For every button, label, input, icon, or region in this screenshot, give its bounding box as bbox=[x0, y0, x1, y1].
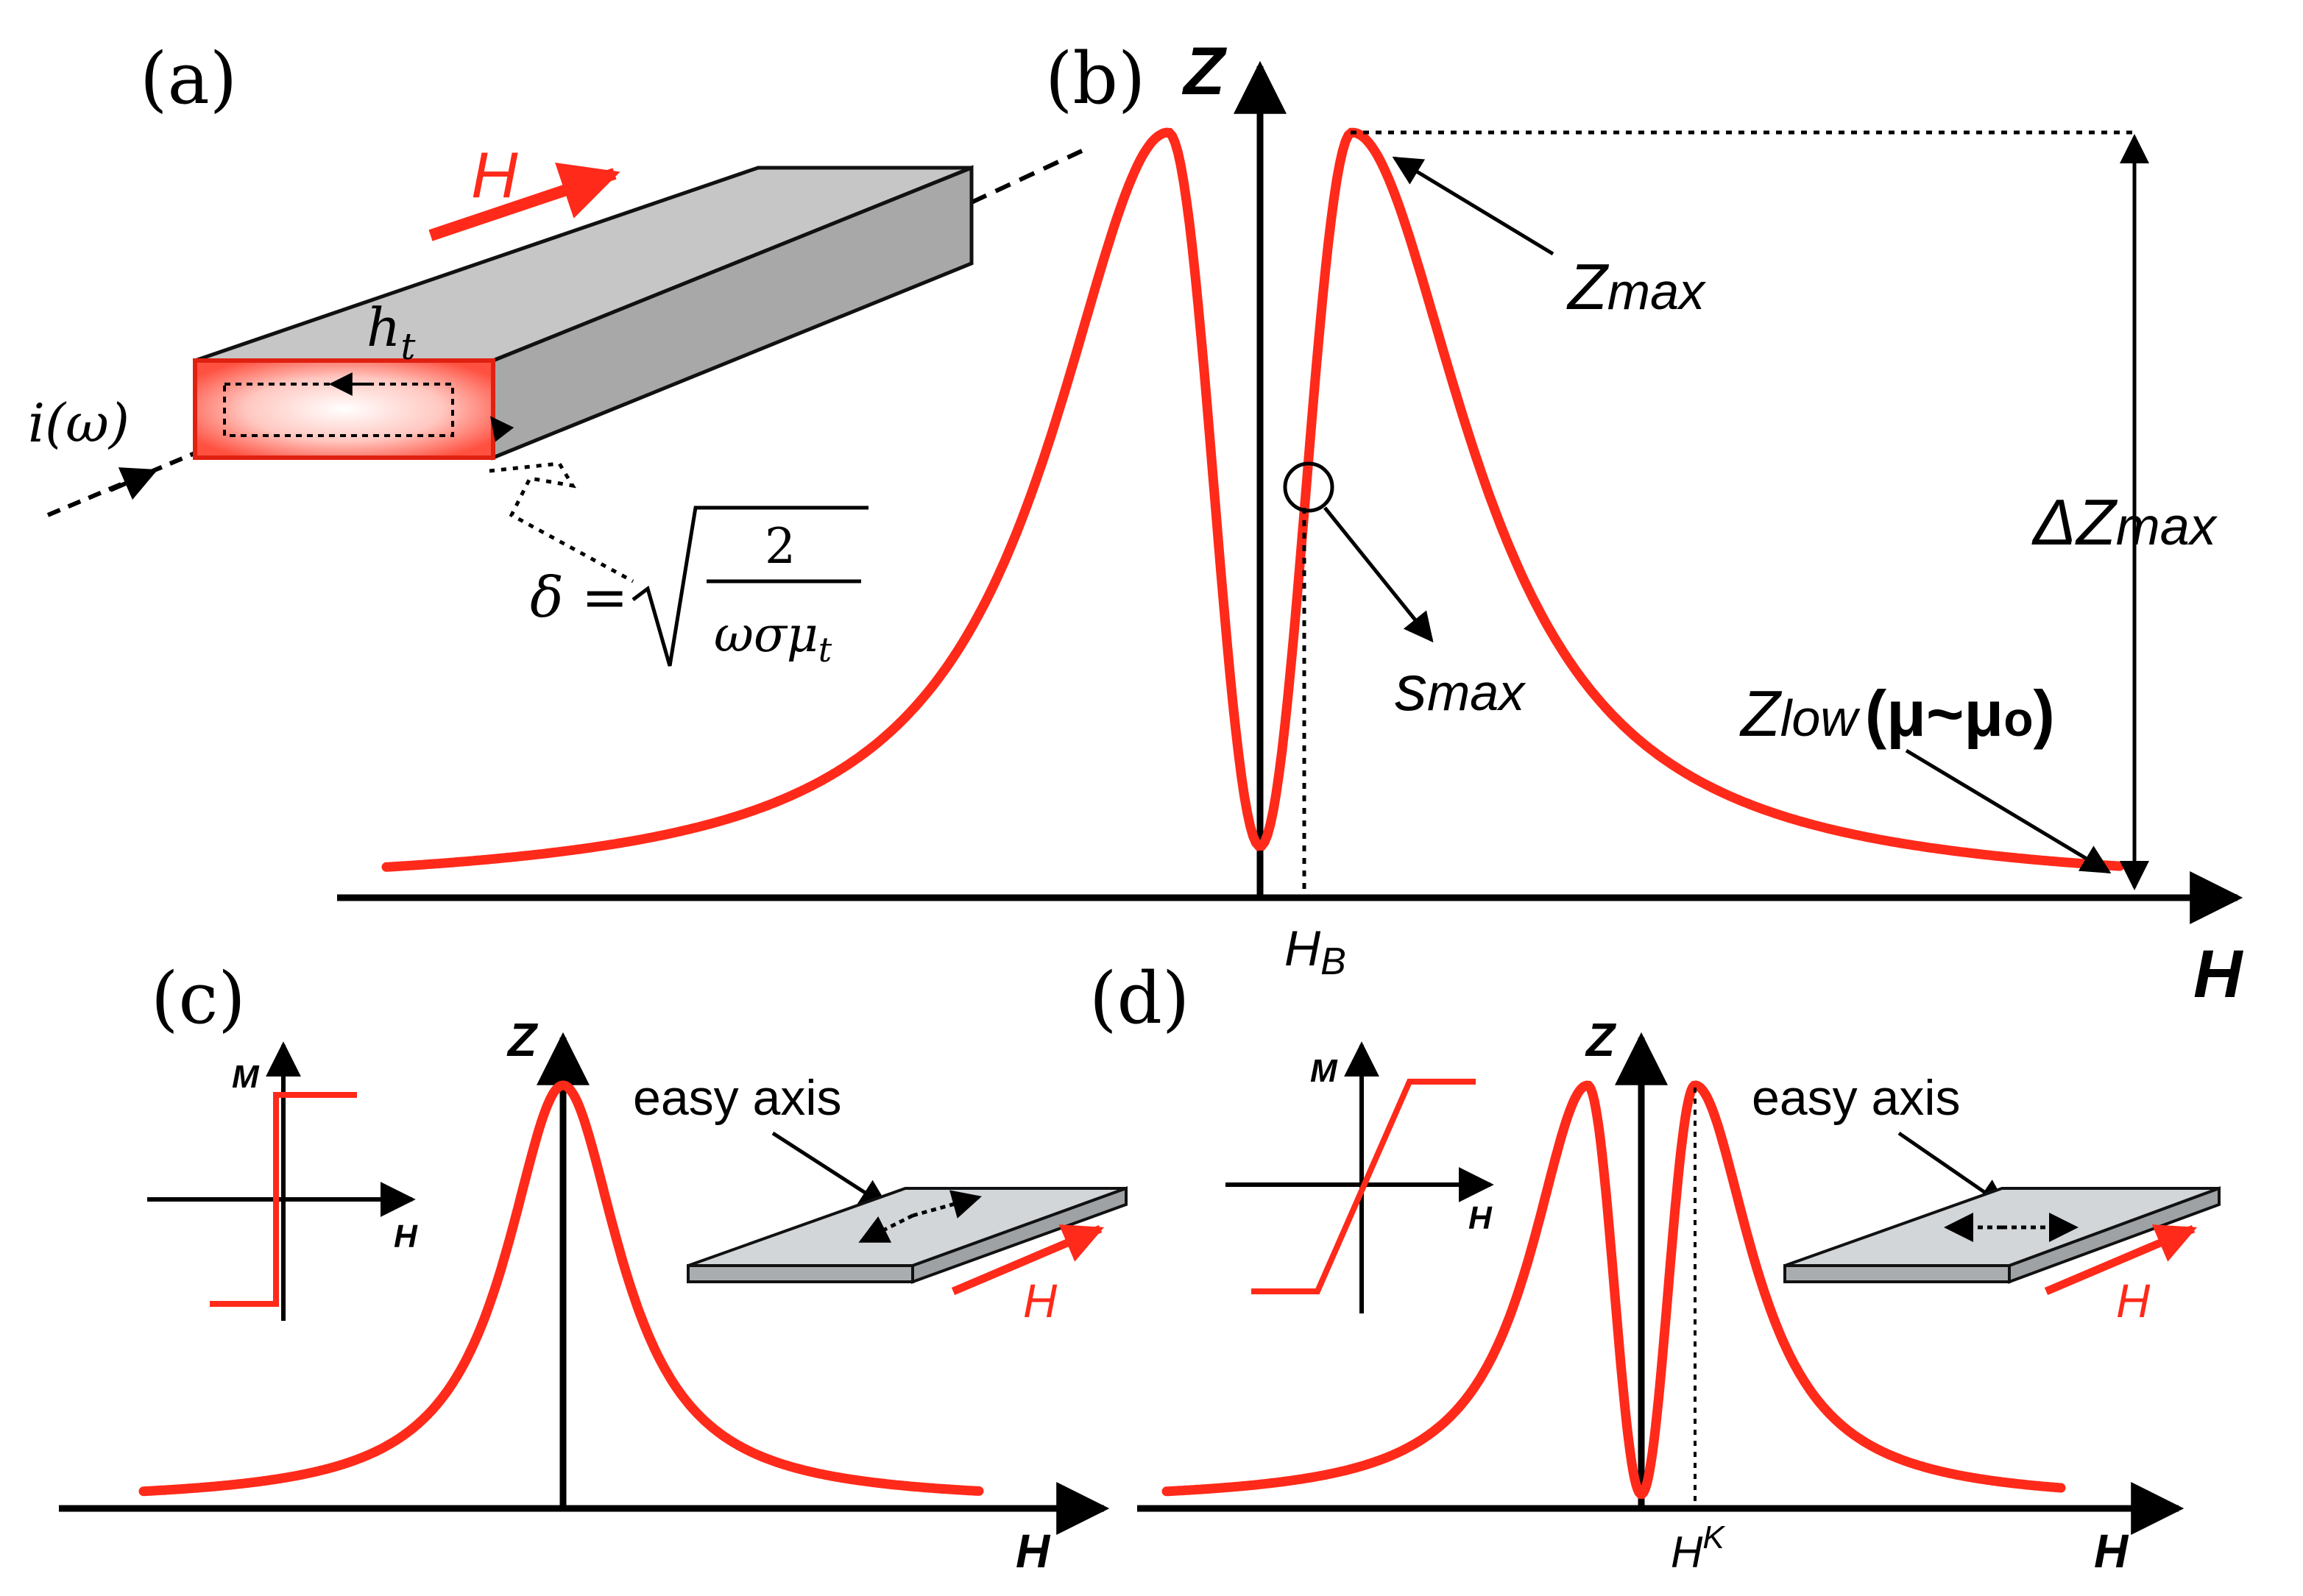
panel-a: (a) H ht i(ω) δ = 2 ωσμt bbox=[28, 38, 1083, 670]
panel-d-label: (d) bbox=[1089, 957, 1189, 1040]
panel-b-hb-label: HB bbox=[1284, 921, 1346, 983]
panel-c-plate-side bbox=[911, 1186, 1128, 1284]
panel-c-easy-axis-dir-b bbox=[912, 1190, 982, 1219]
panel-d-inset-h-label: H bbox=[1468, 1200, 1493, 1236]
panel-b: (b) Z H ΔZmax Zmax smax Zlow(μ~μo) HB bbox=[337, 34, 2244, 1012]
panel-b-impedance-curve bbox=[381, 127, 2125, 872]
panel-b-smax-label: smax bbox=[1395, 651, 1527, 724]
panel-c-impedance-curve bbox=[138, 1080, 984, 1497]
panel-d-field-label: H bbox=[2116, 1274, 2151, 1327]
panel-a-bar-face bbox=[193, 358, 495, 460]
panel-c-plate-front bbox=[687, 1264, 914, 1283]
panel-a-dashed-exit bbox=[970, 149, 1083, 205]
panel-c-mh-inset: M H bbox=[147, 1041, 418, 1321]
panel-b-zmax-label: Zmax bbox=[1566, 250, 1707, 323]
panel-a-label: (a) bbox=[140, 38, 237, 120]
panel-c-y-axis-label: Z bbox=[506, 1013, 539, 1066]
panel-c-inset-m-label: M bbox=[232, 1059, 260, 1095]
panel-b-zlow-leader bbox=[1905, 748, 2112, 874]
panel-a-field-arrow bbox=[428, 163, 620, 241]
panel-b-x-axis-label: H bbox=[2193, 937, 2244, 1012]
panel-c-inset-loop bbox=[210, 1092, 357, 1307]
panel-d-mh-inset: M H bbox=[1225, 1041, 1494, 1313]
panel-a-current-label: i(ω) bbox=[28, 392, 130, 454]
panel-c-field-arrow bbox=[951, 1224, 1105, 1296]
panel-b-zmax-leader bbox=[1392, 156, 1554, 256]
panel-a-field-label: H bbox=[471, 138, 518, 211]
panel-b-label: (b) bbox=[1045, 38, 1145, 120]
panel-b-delta-z-label: ΔZmax bbox=[2031, 486, 2218, 558]
panel-c-field-label: H bbox=[1023, 1274, 1058, 1327]
panel-b-y-axis-label: Z bbox=[1181, 34, 1228, 109]
panel-a-skin-leader bbox=[489, 461, 634, 584]
panel-c: (c) Z H M H easy axis H bbox=[59, 957, 1128, 1578]
panel-d-y-axis-label: Z bbox=[1585, 1013, 1617, 1066]
panel-c-easy-axis-label: easy axis bbox=[633, 1070, 841, 1126]
panel-d-impedance-curve bbox=[1161, 1080, 2066, 1499]
skin-lhs: δ = bbox=[530, 564, 629, 630]
panel-d-inset-m-label: M bbox=[1310, 1053, 1338, 1089]
skin-radical bbox=[632, 506, 869, 667]
panel-d-easy-axis-label: easy axis bbox=[1752, 1070, 1960, 1126]
panel-a-loop-arrow-2 bbox=[490, 416, 514, 442]
skin-denominator: ωσμt bbox=[714, 606, 832, 670]
panel-c-inset-h-label: H bbox=[394, 1219, 418, 1255]
panel-b-smax-leader bbox=[1323, 506, 1434, 643]
panel-a-skin-formula: δ = 2 ωσμt bbox=[530, 506, 869, 670]
panel-d-field-arrow bbox=[2044, 1224, 2198, 1296]
panel-c-easy-axis-dir-a bbox=[858, 1213, 914, 1244]
panel-a-current-arrow bbox=[109, 467, 158, 500]
panel-b-zlow-label: Zlow(μ~μo) bbox=[1739, 677, 2055, 750]
panel-d: (d) Z H HK M H easy axis H bbox=[1089, 957, 2221, 1578]
panel-d-plate-front bbox=[1783, 1264, 2011, 1283]
skin-numerator: 2 bbox=[765, 518, 796, 575]
panel-d-hk-label: HK bbox=[1671, 1519, 1725, 1577]
panel-c-easy-axis-leader bbox=[771, 1131, 890, 1209]
panel-d-inset-loop bbox=[1251, 1079, 1476, 1294]
panel-c-x-axis-label: H bbox=[1016, 1525, 1051, 1578]
panel-d-x-axis-label: H bbox=[2094, 1525, 2129, 1578]
panel-b-smax-circle bbox=[1283, 461, 1334, 513]
panel-a-thickness-label: ht bbox=[367, 297, 416, 368]
panel-c-label: (c) bbox=[151, 957, 246, 1040]
panel-d-plate-side bbox=[2008, 1186, 2221, 1284]
